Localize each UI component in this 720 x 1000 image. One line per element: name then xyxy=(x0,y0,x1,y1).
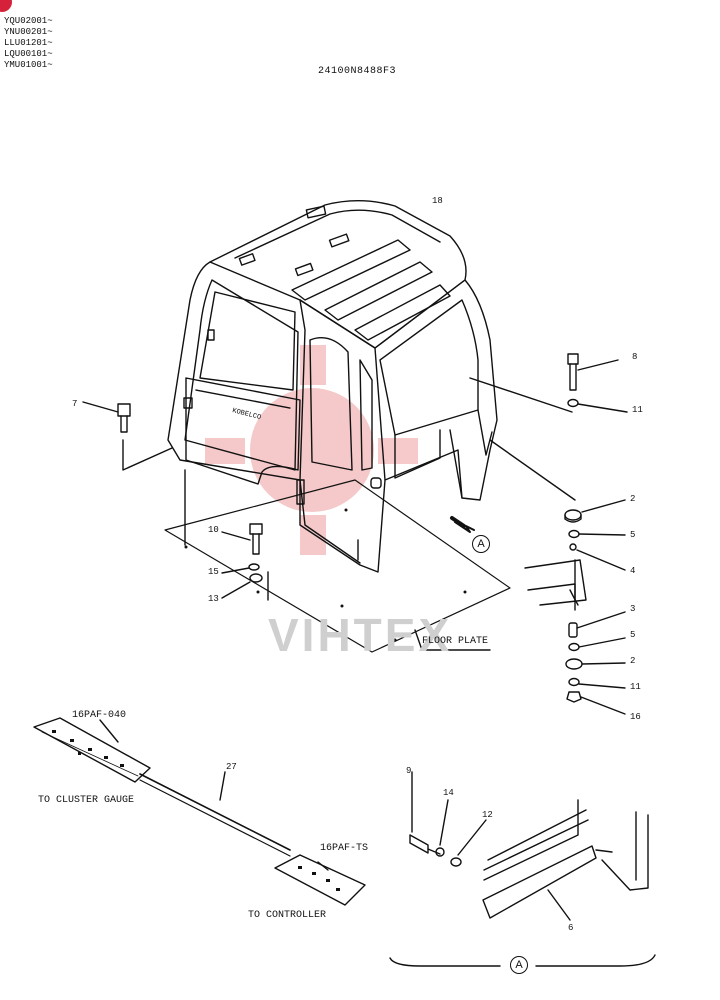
serial-range-list: YQU02001~ YNU00201~ LLU01201~ LQU00101~ … xyxy=(4,16,53,71)
serial-range: YNU00201~ xyxy=(4,27,53,37)
door-brand: KOBELCO xyxy=(231,407,261,422)
cab-assembly: KOBELCO xyxy=(167,200,498,573)
callout-16: 16 xyxy=(630,712,641,722)
callout-8: 8 xyxy=(632,352,638,362)
corner-badge xyxy=(0,0,12,12)
floor-plate xyxy=(164,479,511,653)
callout-4: 4 xyxy=(630,566,636,576)
callout-13: 13 xyxy=(208,594,219,604)
callout-5: 5 xyxy=(630,530,636,540)
connector-top-label: 16PAF-040 xyxy=(72,710,127,721)
connector-bottom-label: 16PAF-TS xyxy=(320,843,369,854)
bolt-7 xyxy=(82,401,131,433)
detail-a-assembly xyxy=(389,771,656,967)
watermark-text: VIHTEX xyxy=(268,609,453,661)
bolt-8 xyxy=(567,353,619,391)
callout-9: 9 xyxy=(406,766,412,776)
serial-range: YMU01001~ xyxy=(4,60,53,70)
view-a-marker: A xyxy=(510,956,528,974)
callout-2b: 2 xyxy=(630,656,636,666)
callout-6: 6 xyxy=(568,923,574,933)
callout-18: 18 xyxy=(432,196,443,206)
callout-27: 27 xyxy=(226,762,237,772)
callout-5b: 5 xyxy=(630,630,636,640)
callout-12: 12 xyxy=(482,810,493,820)
callout-11: 11 xyxy=(632,405,643,415)
serial-range: LQU00101~ xyxy=(4,49,53,59)
serial-range: LLU01201~ xyxy=(4,38,53,48)
detail-a-marker: A xyxy=(472,535,490,553)
callout-2: 2 xyxy=(630,494,636,504)
to-controller-label: TO CONTROLLER xyxy=(248,910,327,921)
to-cluster-label: TO CLUSTER GAUGE xyxy=(38,795,135,806)
callout-14: 14 xyxy=(443,788,454,798)
callout-3: 3 xyxy=(630,604,636,614)
bolt-10 xyxy=(221,523,263,555)
callout-15: 15 xyxy=(208,567,219,577)
drawing-code: 24100N8488F3 xyxy=(318,66,397,77)
callout-11b: 11 xyxy=(630,682,641,692)
callout-10: 10 xyxy=(208,525,219,535)
floor-plate-label: FLOOR PLATE xyxy=(422,636,489,647)
callout-7: 7 xyxy=(72,399,78,409)
wire-harness-27 xyxy=(33,717,366,906)
serial-range: YQU02001~ xyxy=(4,16,53,26)
